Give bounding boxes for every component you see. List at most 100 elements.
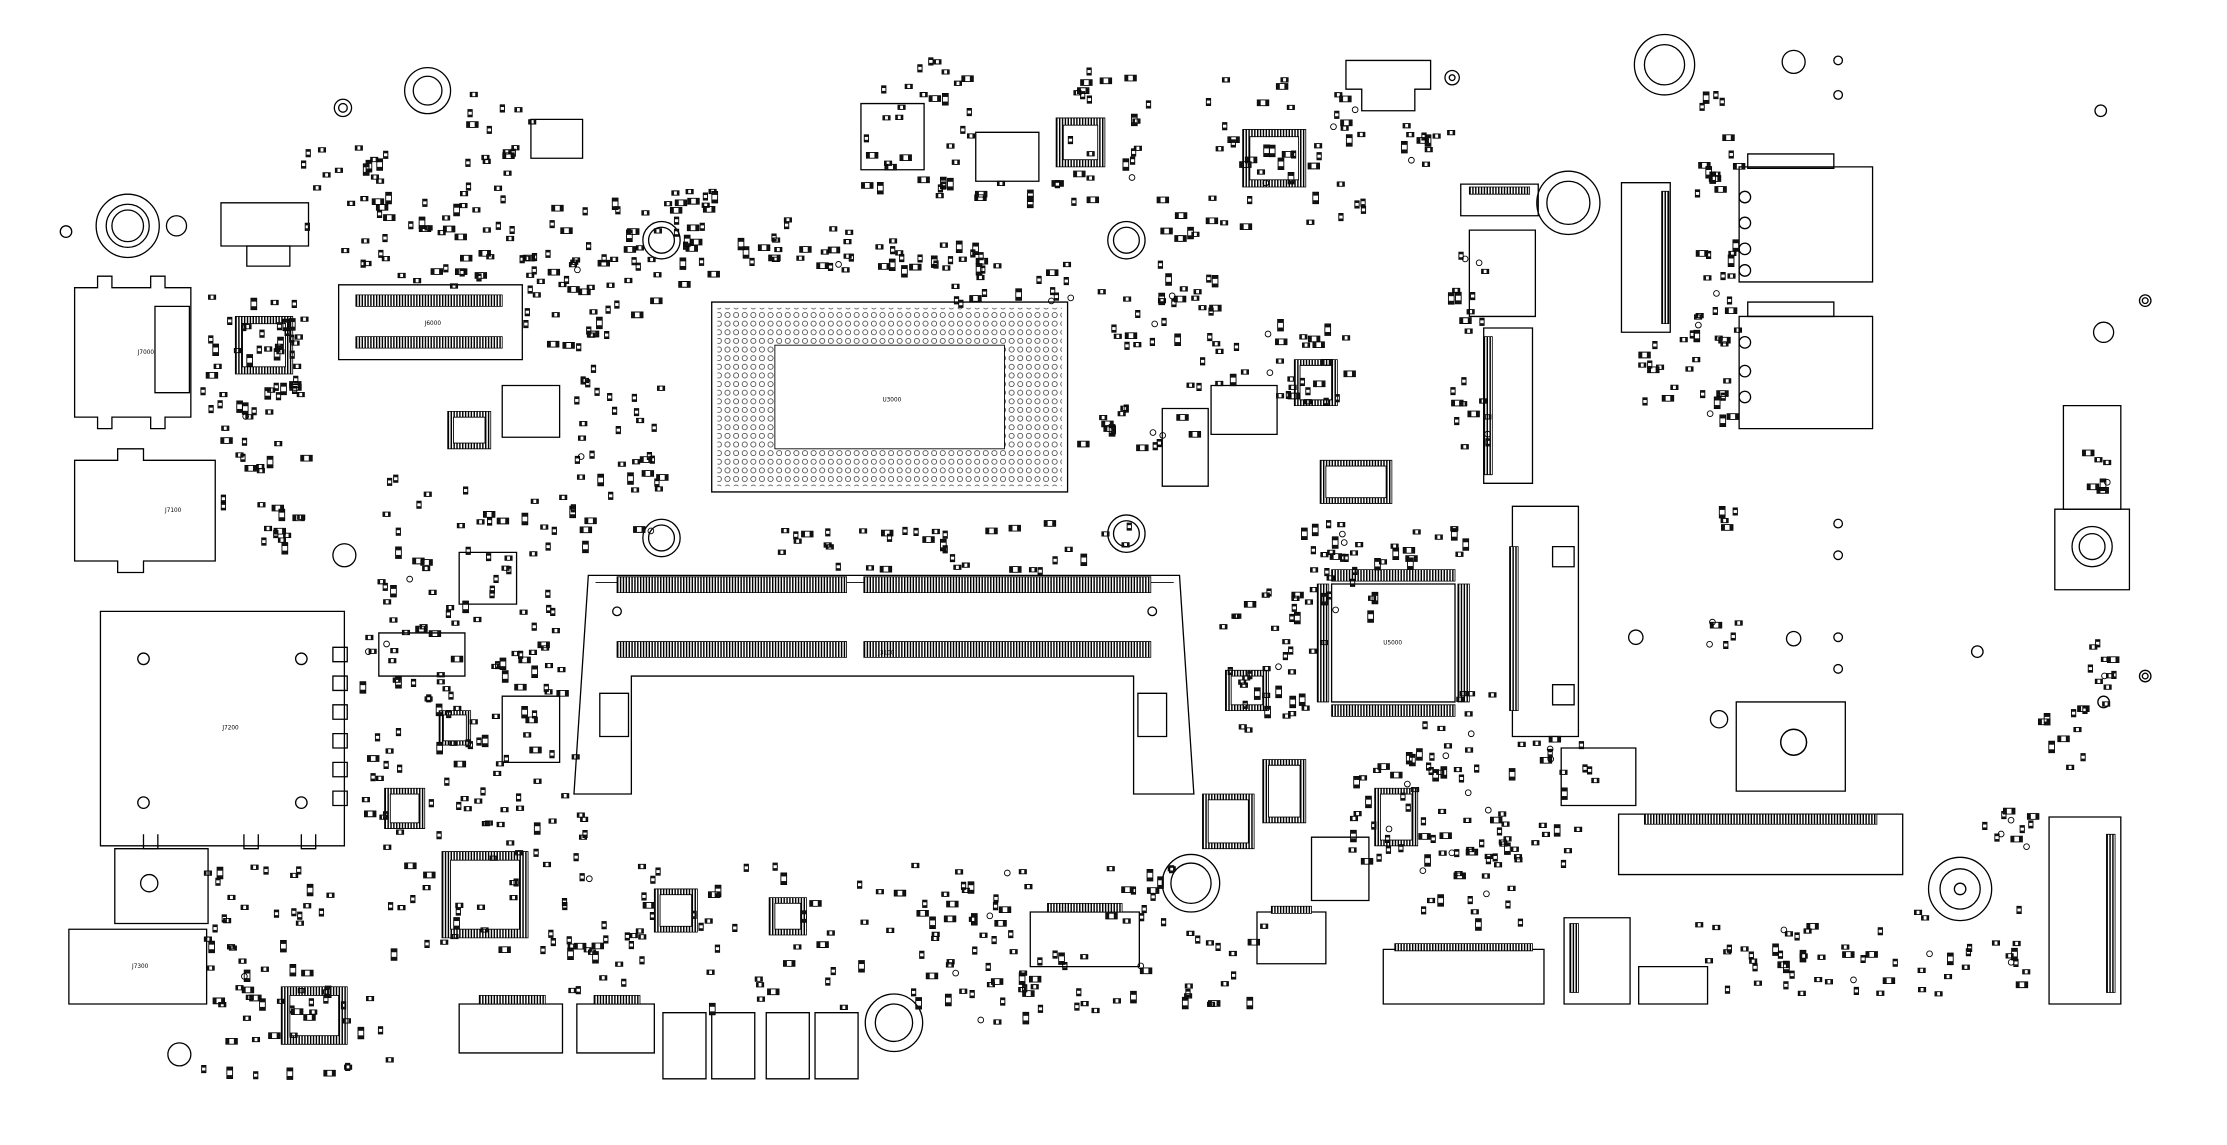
- passive-component: [529, 650, 536, 654]
- passive-component: [1372, 592, 1378, 604]
- passive-component: [962, 76, 973, 82]
- passive-component: [2081, 754, 2085, 761]
- passive-component: [916, 998, 922, 1010]
- passive-component: [954, 81, 961, 85]
- passive-component: [1305, 600, 1312, 604]
- passive-component: [634, 409, 638, 416]
- passive-component: [228, 895, 235, 899]
- passive-component: [956, 870, 963, 874]
- passive-component: [1161, 228, 1172, 234]
- passive-component: [405, 863, 416, 869]
- passive-component: [209, 405, 213, 412]
- passive-component: [516, 851, 523, 855]
- passive-component: [348, 201, 355, 205]
- passive-component: [1453, 288, 1460, 292]
- passive-component: [505, 556, 512, 560]
- passive-component: [1883, 978, 1894, 984]
- passive-component: [1020, 971, 1027, 975]
- passive-component: [1818, 955, 1825, 959]
- passive-component: [425, 940, 429, 947]
- test-point: [2008, 959, 2014, 965]
- passive-component: [543, 862, 550, 866]
- passive-component: [355, 146, 362, 150]
- passive-component: [251, 865, 258, 869]
- passive-component: [580, 527, 591, 533]
- passive-component: [590, 451, 594, 458]
- passive-component: [1719, 337, 1730, 343]
- passive-component: [2002, 811, 2006, 818]
- bottom-connector-1: [459, 995, 562, 1053]
- flex-connector-small: [1461, 184, 1538, 216]
- passive-component: [1705, 959, 1712, 963]
- passive-component: [794, 539, 801, 543]
- passive-component: [981, 266, 985, 273]
- test-point: [1462, 256, 1468, 262]
- passive-component: [229, 946, 236, 950]
- passive-component: [604, 936, 608, 943]
- passive-component: [429, 590, 436, 594]
- passive-component: [993, 903, 997, 910]
- passive-component: [1125, 333, 1136, 339]
- passive-component: [1276, 84, 1287, 90]
- passive-component: [1130, 157, 1134, 164]
- passive-component: [1407, 132, 1414, 136]
- passive-component: [1561, 860, 1565, 867]
- passive-component: [665, 202, 672, 206]
- passive-component: [450, 284, 457, 288]
- passive-component: [1695, 190, 1699, 197]
- passive-component: [1134, 342, 1141, 346]
- passive-component: [1162, 318, 1166, 325]
- passive-component: [261, 967, 268, 971]
- passive-component: [1778, 951, 1782, 958]
- test-point: [1781, 927, 1787, 933]
- passive-component: [802, 531, 813, 537]
- passive-component: [1947, 953, 1953, 965]
- passive-component: [1240, 162, 1251, 168]
- audio-jack: J7300: [69, 849, 208, 1004]
- passive-component: [2112, 671, 2116, 678]
- passive-component: [1643, 398, 1647, 405]
- passive-component: [1321, 359, 1332, 365]
- mounting-hole: [1108, 222, 1145, 259]
- test-point: [1696, 322, 1702, 328]
- passive-component: [515, 108, 522, 112]
- passive-component: [549, 930, 553, 937]
- passive-component: [973, 243, 979, 255]
- passive-component: [1439, 809, 1446, 813]
- passive-component: [1240, 224, 1251, 230]
- passive-component: [1377, 854, 1381, 861]
- passive-component: [2104, 685, 2111, 689]
- passive-component: [467, 122, 478, 128]
- passive-component: [295, 335, 302, 339]
- passive-component: [1288, 172, 1294, 184]
- passive-component: [522, 706, 528, 718]
- passive-component: [1312, 524, 1318, 536]
- passive-component: [1106, 913, 1117, 919]
- passive-component: [1044, 521, 1055, 527]
- passive-component: [234, 348, 241, 352]
- passive-component: [1306, 388, 1310, 395]
- passive-component: [1025, 884, 1032, 888]
- passive-component: [1081, 554, 1087, 566]
- passive-component: [443, 216, 450, 220]
- passive-component: [1696, 923, 1703, 927]
- passive-component: [292, 341, 299, 345]
- passive-component: [309, 999, 313, 1006]
- passive-component: [1194, 290, 1201, 294]
- test-point: [2024, 844, 2030, 850]
- passive-component: [596, 317, 602, 329]
- test-point: [836, 262, 842, 268]
- passive-component: [967, 134, 974, 138]
- passive-component: [437, 742, 443, 754]
- passive-component: [923, 537, 934, 543]
- passive-component: [703, 193, 707, 200]
- passive-component: [882, 86, 886, 93]
- passive-component: [290, 335, 294, 342]
- passive-component: [2020, 826, 2024, 833]
- passive-component: [552, 527, 556, 534]
- passive-component: [946, 963, 953, 967]
- passive-component: [943, 531, 947, 538]
- passive-component: [687, 225, 698, 231]
- passive-component: [1311, 547, 1315, 554]
- passive-component: [628, 473, 634, 485]
